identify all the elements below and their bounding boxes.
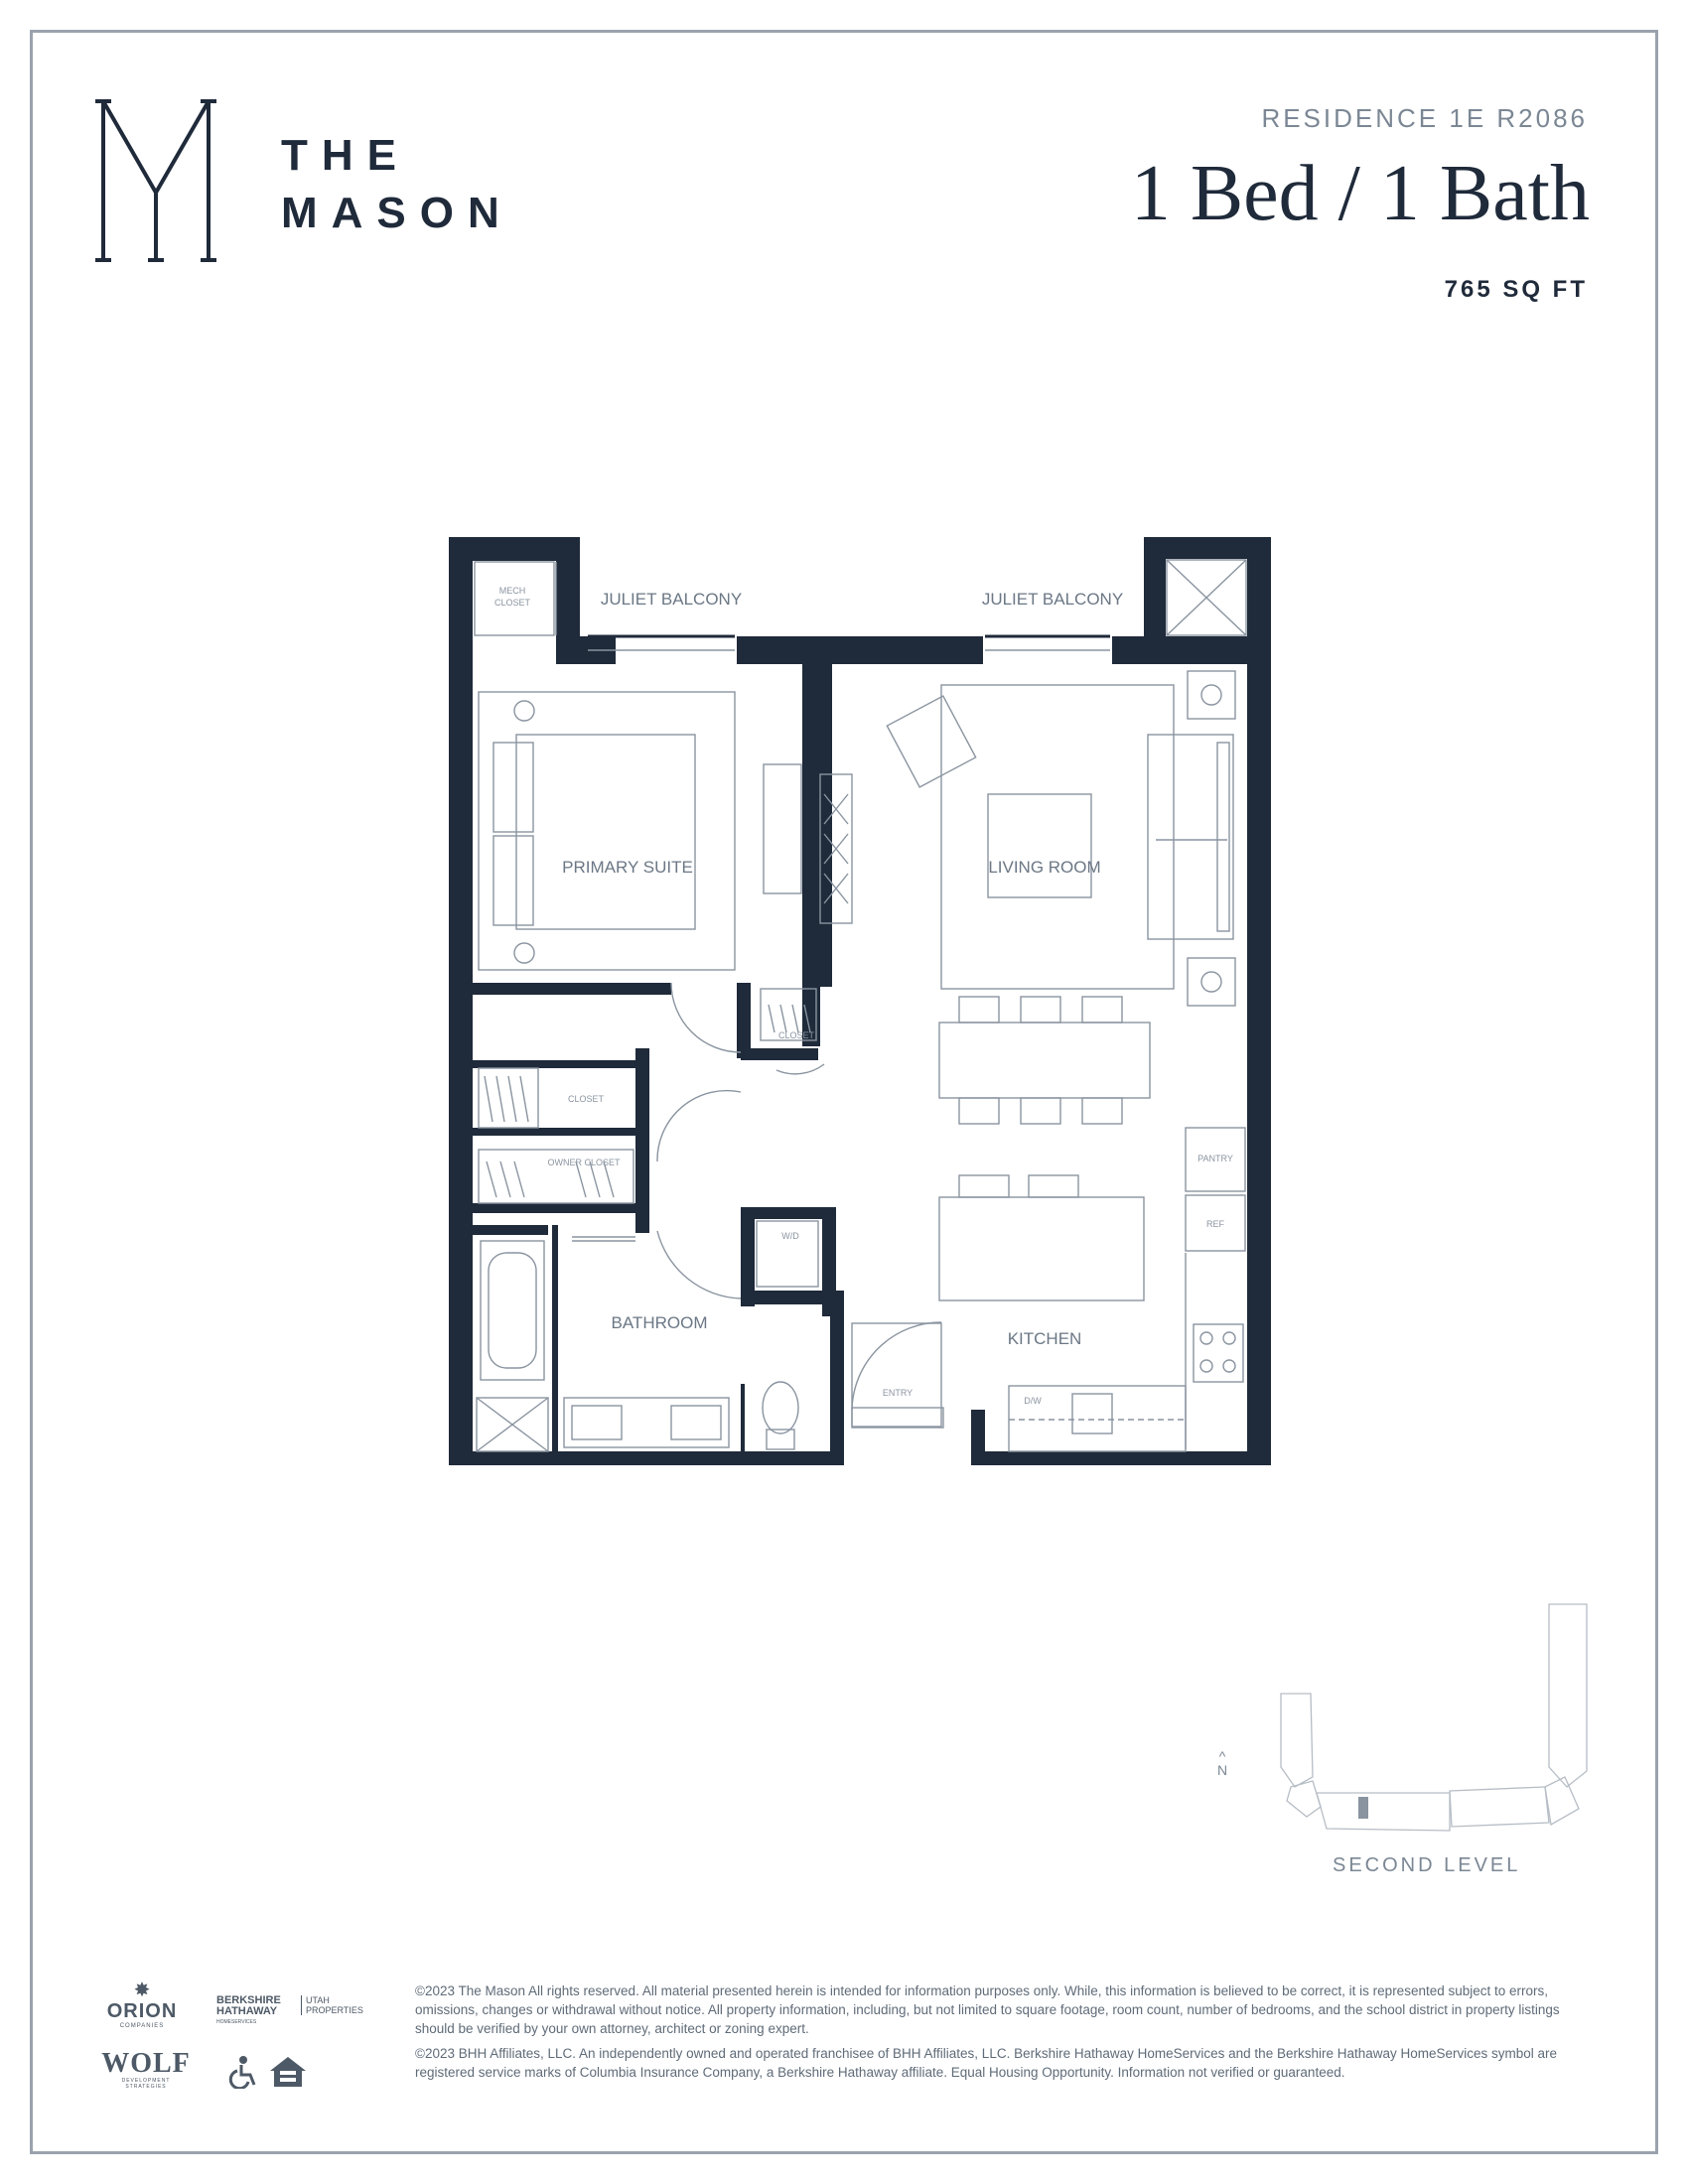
brand-line-1: THE	[281, 131, 410, 180]
orion-wordmark: ORION	[106, 2000, 178, 2022]
entry-label: ENTRY	[883, 1388, 913, 1398]
keyplan-level-label: SECOND LEVEL	[1333, 1854, 1521, 1876]
pantry-label: PANTRY	[1197, 1154, 1233, 1163]
mason-logo-icon	[95, 99, 216, 262]
accessibility-icon	[228, 2056, 256, 2089]
mech-closet-label-2: CLOSET	[494, 598, 531, 608]
utah-line-1: UTAH	[306, 1995, 330, 2005]
interior-lines	[474, 559, 1247, 1452]
wolf-subtext: DEVELOPMENT STRATEGIES	[121, 2078, 171, 2090]
wolf-wordmark: WOLF	[101, 2048, 191, 2079]
partner-logos: ✸ ORION COMPANIES BERKSHIRE HATHAWAY HOM…	[99, 1971, 377, 2100]
living-room-label: LIVING ROOM	[988, 858, 1100, 877]
equal-housing-icon	[270, 2057, 306, 2087]
owner-closet-label: OWNER CLOSET	[547, 1158, 621, 1167]
north-indicator: ^ N	[1217, 1749, 1227, 1777]
exterior-walls	[449, 537, 1271, 1465]
bh-line-3: HOMESERVICES	[216, 2019, 257, 2025]
juliet-balcony-left-label: JULIET BALCONY	[601, 590, 742, 609]
refrigerator-label: REF	[1206, 1219, 1225, 1229]
residence-code: RESIDENCE 1E R2086	[1261, 103, 1588, 133]
bathroom-label: BATHROOM	[612, 1313, 708, 1332]
brand-name: THE MASON	[281, 127, 513, 242]
bh-line-2: HATHAWAY	[216, 2005, 278, 2017]
utah-properties-logo: UTAH PROPERTIES	[301, 1995, 363, 2015]
utah-line-2: PROPERTIES	[306, 2005, 363, 2015]
unit-location-marker	[1358, 1797, 1368, 1819]
berkshire-hathaway-logo: BERKSHIRE HATHAWAY HOMESERVICES	[216, 1995, 281, 2028]
small-closet-label: CLOSET	[778, 1030, 815, 1040]
orion-subtext: COMPANIES	[119, 2023, 165, 2029]
juliet-balcony-right-label: JULIET BALCONY	[982, 590, 1123, 609]
unit-type-title: 1 Bed / 1 Bath	[1130, 150, 1590, 237]
primary-suite-label: PRIMARY SUITE	[562, 858, 693, 877]
unit-square-footage: 765 SQ FT	[1444, 276, 1588, 303]
legal-paragraph-2: ©2023 BHH Affiliates, LLC. An independen…	[415, 2046, 1558, 2080]
kitchen-label: KITCHEN	[1008, 1329, 1082, 1348]
wolf-logo: WOLF DEVELOPMENT STRATEGIES	[101, 2048, 191, 2091]
north-arrow-icon: ^	[1218, 1748, 1226, 1764]
brand-line-2: MASON	[281, 189, 513, 237]
key-plan	[1280, 1603, 1588, 1832]
bh-line-1: BERKSHIRE	[216, 1994, 281, 2006]
closet-label: CLOSET	[568, 1094, 605, 1104]
legal-disclaimer: ©2023 The Mason All rights reserved. All…	[415, 1981, 1591, 2088]
washer-dryer-label: W/D	[781, 1231, 799, 1241]
room-labels: PRIMARY SUITE LIVING ROOM BATHROOM KITCH…	[494, 586, 1233, 1406]
dishwasher-label: D/W	[1024, 1396, 1042, 1406]
north-label: N	[1217, 1762, 1228, 1778]
legal-paragraph-1: ©2023 The Mason All rights reserved. All…	[415, 1983, 1560, 2036]
mech-closet-label-1: MECH	[499, 586, 526, 596]
page-frame	[30, 30, 1658, 2154]
orion-logo: ✸ ORION COMPANIES	[99, 1980, 185, 2029]
orion-emblem-icon: ✸	[133, 1979, 151, 2001]
